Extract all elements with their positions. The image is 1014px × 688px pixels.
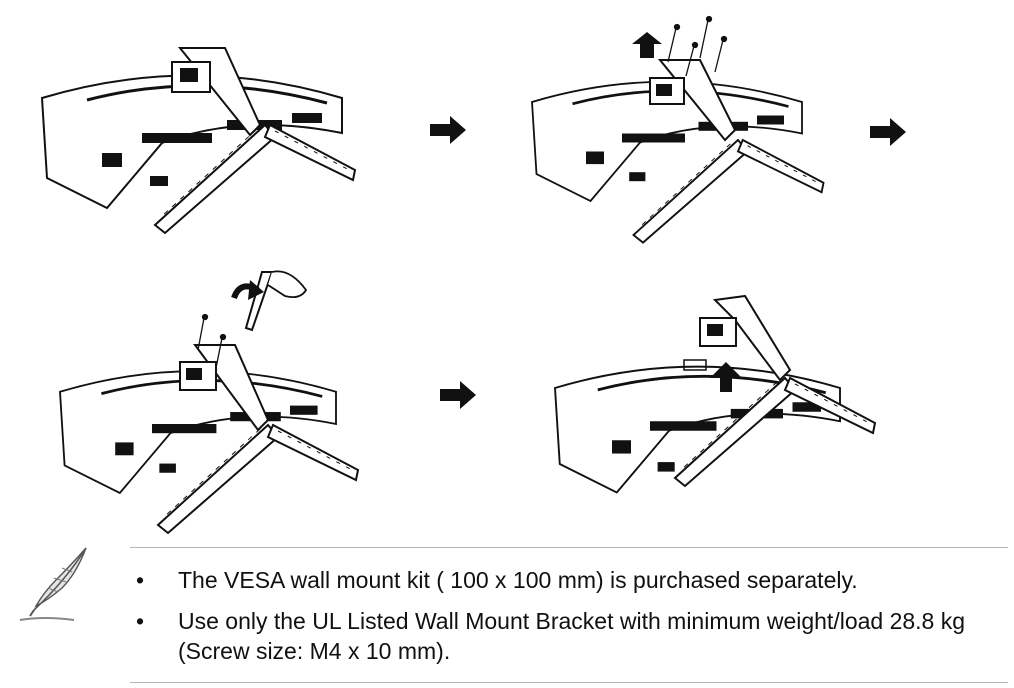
right-arrow-icon — [430, 116, 466, 144]
bullet: • — [135, 567, 145, 593]
note-item: • The VESA wall mount kit ( 100 x 100 mm… — [130, 565, 1008, 595]
step-4-illustration — [553, 294, 876, 494]
installation-illustrations — [40, 15, 906, 534]
quill-pen-icon — [19, 547, 87, 621]
step-3-illustration — [58, 270, 359, 534]
notes-bottom-rule — [130, 682, 1008, 683]
note-item: • Use only the UL Listed Wall Mount Brac… — [130, 606, 1008, 666]
step-2-illustration — [530, 15, 825, 244]
note-text: The VESA wall mount kit ( 100 x 100 mm) … — [178, 567, 858, 593]
right-arrow-icon — [870, 118, 906, 146]
note-text: Use only the UL Listed Wall Mount Bracke… — [178, 608, 966, 664]
right-arrow-icon — [440, 381, 476, 409]
notes-top-rule — [130, 547, 1008, 548]
notes-list: • The VESA wall mount kit ( 100 x 100 mm… — [130, 565, 1008, 677]
bullet: • — [135, 608, 145, 634]
step-1-illustration — [40, 47, 356, 234]
